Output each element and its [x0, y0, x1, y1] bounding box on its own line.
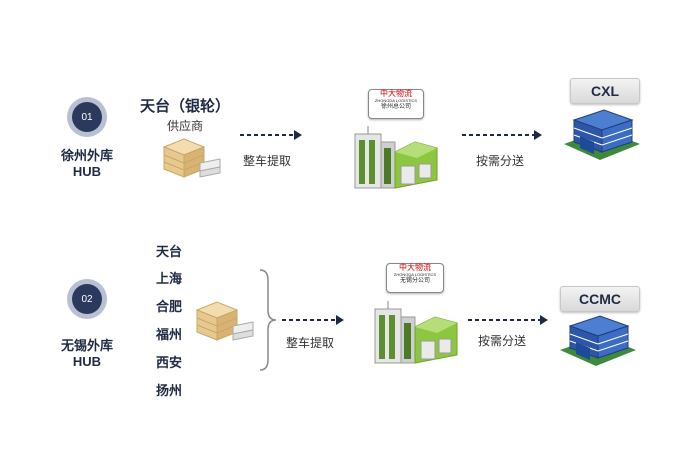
dashed-arrow-icon — [468, 315, 548, 325]
hub-badge-number: 02 — [72, 284, 102, 314]
warehouse-box-icon — [162, 138, 221, 178]
sign-en: ZHONGDA LOGISTICS — [374, 98, 418, 103]
hub-sub: HUB — [72, 354, 102, 369]
factory-icon — [560, 315, 636, 366]
hub-badge-number: 01 — [72, 102, 102, 132]
hub-sub: HUB — [72, 164, 102, 179]
city-item: 西安 — [156, 355, 183, 370]
warehouse-box-icon — [195, 301, 254, 341]
sign-branch: 无锡分公司 — [399, 278, 430, 284]
hub-name: 徐州外库 — [60, 148, 113, 163]
supplier-sub: 供应商 — [167, 119, 204, 133]
hub-label-xuzhou: 徐州外库 HUB — [42, 148, 132, 180]
logistics-sign: 中大物流 ZHONGDA LOGISTICS 徐州总公司 — [368, 89, 424, 119]
step-label-distribute: 按需分送 — [476, 154, 525, 168]
hub-name: 无锡外库 — [60, 338, 113, 353]
brace-icon — [259, 269, 277, 371]
hub-label-wuxi: 无锡外库 HUB — [42, 338, 132, 370]
city-item: 扬州 — [156, 383, 183, 398]
hub-badge-02: 02 — [67, 279, 107, 319]
sign-brand: 中大物流 — [399, 263, 431, 272]
sign-en: ZHONGDA LOGISTICS — [393, 272, 437, 277]
logistics-sign: 中大物流 ZHONGDA LOGISTICS 无锡分公司 — [386, 263, 444, 293]
logistics-building-icon — [374, 301, 458, 364]
customer-box-cxl: CXL — [570, 78, 640, 104]
hub-badge-01: 01 — [67, 97, 107, 137]
dashed-arrow-icon — [282, 315, 344, 325]
factory-icon — [564, 109, 640, 160]
logistics-building-icon — [354, 126, 438, 189]
step-label-distribute: 按需分送 — [478, 334, 527, 348]
sign-brand: 中大物流 — [380, 89, 412, 98]
city-item: 上海 — [156, 271, 183, 286]
city-item: 合肥 — [156, 299, 183, 314]
supplier-name: 天台（银轮） — [140, 98, 231, 115]
dashed-arrow-icon — [240, 130, 302, 140]
customer-box-ccmc: CCMC — [560, 286, 640, 312]
city-item: 福州 — [156, 327, 183, 342]
step-label-pickup: 整车提取 — [286, 336, 335, 350]
city-item: 天台 — [156, 244, 183, 259]
sign-branch: 徐州总公司 — [380, 104, 411, 110]
dashed-arrow-icon — [462, 130, 542, 140]
step-label-pickup: 整车提取 — [243, 154, 292, 168]
